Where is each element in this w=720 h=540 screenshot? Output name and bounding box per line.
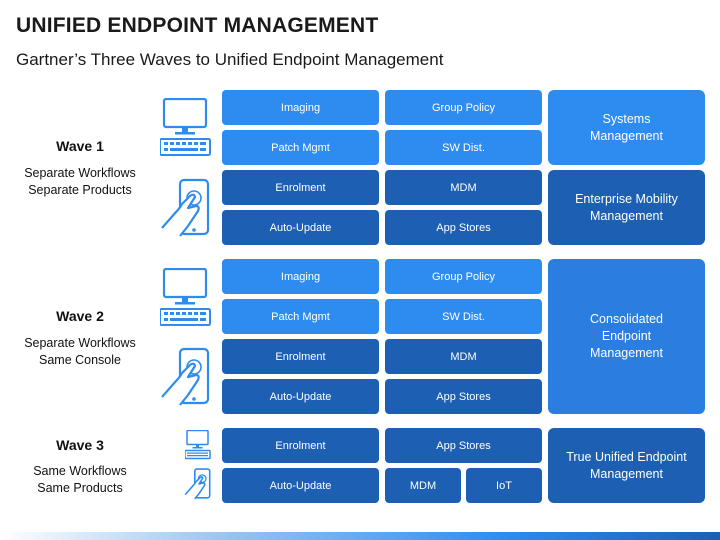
tile-mdm: MDM — [385, 339, 542, 374]
bottom-gradient-bar — [0, 532, 720, 540]
computer-icon — [160, 98, 211, 156]
computer-icon — [185, 430, 211, 460]
tile-app-stores: App Stores — [385, 428, 542, 463]
tile-enrolment: Enrolment — [222, 170, 379, 205]
page-subtitle: Gartner’s Three Waves to Unified Endpoin… — [16, 50, 444, 69]
computer-icon — [160, 268, 211, 326]
tile-mdm: MDM — [385, 468, 461, 503]
tile-app-stores: App Stores — [385, 379, 542, 414]
tile-app-stores: App Stores — [385, 210, 542, 245]
page-title: UNIFIED ENDPOINT MANAGEMENT — [16, 14, 379, 37]
wave-3-label: Wave 3 — [56, 437, 104, 453]
wave-3-desc-1: Same Workflows — [33, 464, 127, 478]
tile-enrolment: Enrolment — [222, 428, 379, 463]
tile-imaging: Imaging — [222, 90, 379, 125]
wave-1-desc-2: Separate Products — [28, 183, 132, 197]
category-true-unified-endpoint-management: True Unified Endpoint Management — [548, 428, 705, 503]
tile-mdm: MDM — [385, 170, 542, 205]
tile-group-policy: Group Policy — [385, 259, 542, 294]
tile-sw-dist: SW Dist. — [385, 299, 542, 334]
tile-enrolment: Enrolment — [222, 339, 379, 374]
tile-auto-update: Auto-Update — [222, 468, 379, 503]
tile-imaging: Imaging — [222, 259, 379, 294]
wave-2-label: Wave 2 — [56, 308, 104, 324]
tile-iot: IoT — [466, 468, 542, 503]
category-enterprise-mobility-management: Enterprise Mobility Management — [548, 170, 705, 245]
smartphone-touch-icon — [161, 178, 210, 237]
category-consolidated-endpoint-management: Consolidated Endpoint Management — [548, 259, 705, 414]
wave-2-desc-2: Same Console — [39, 353, 121, 367]
tile-patch-mgmt: Patch Mgmt — [222, 130, 379, 165]
tile-patch-mgmt: Patch Mgmt — [222, 299, 379, 334]
tile-sw-dist: SW Dist. — [385, 130, 542, 165]
wave-2-desc-1: Separate Workflows — [24, 336, 136, 350]
tile-group-policy: Group Policy — [385, 90, 542, 125]
tile-auto-update: Auto-Update — [222, 379, 379, 414]
tile-auto-update: Auto-Update — [222, 210, 379, 245]
smartphone-touch-icon — [161, 347, 210, 406]
wave-1-label: Wave 1 — [56, 138, 104, 154]
category-systems-management: Systems Management — [548, 90, 705, 165]
wave-1-desc-1: Separate Workflows — [24, 166, 136, 180]
wave-3-desc-2: Same Products — [37, 481, 123, 495]
smartphone-touch-icon — [184, 468, 211, 500]
